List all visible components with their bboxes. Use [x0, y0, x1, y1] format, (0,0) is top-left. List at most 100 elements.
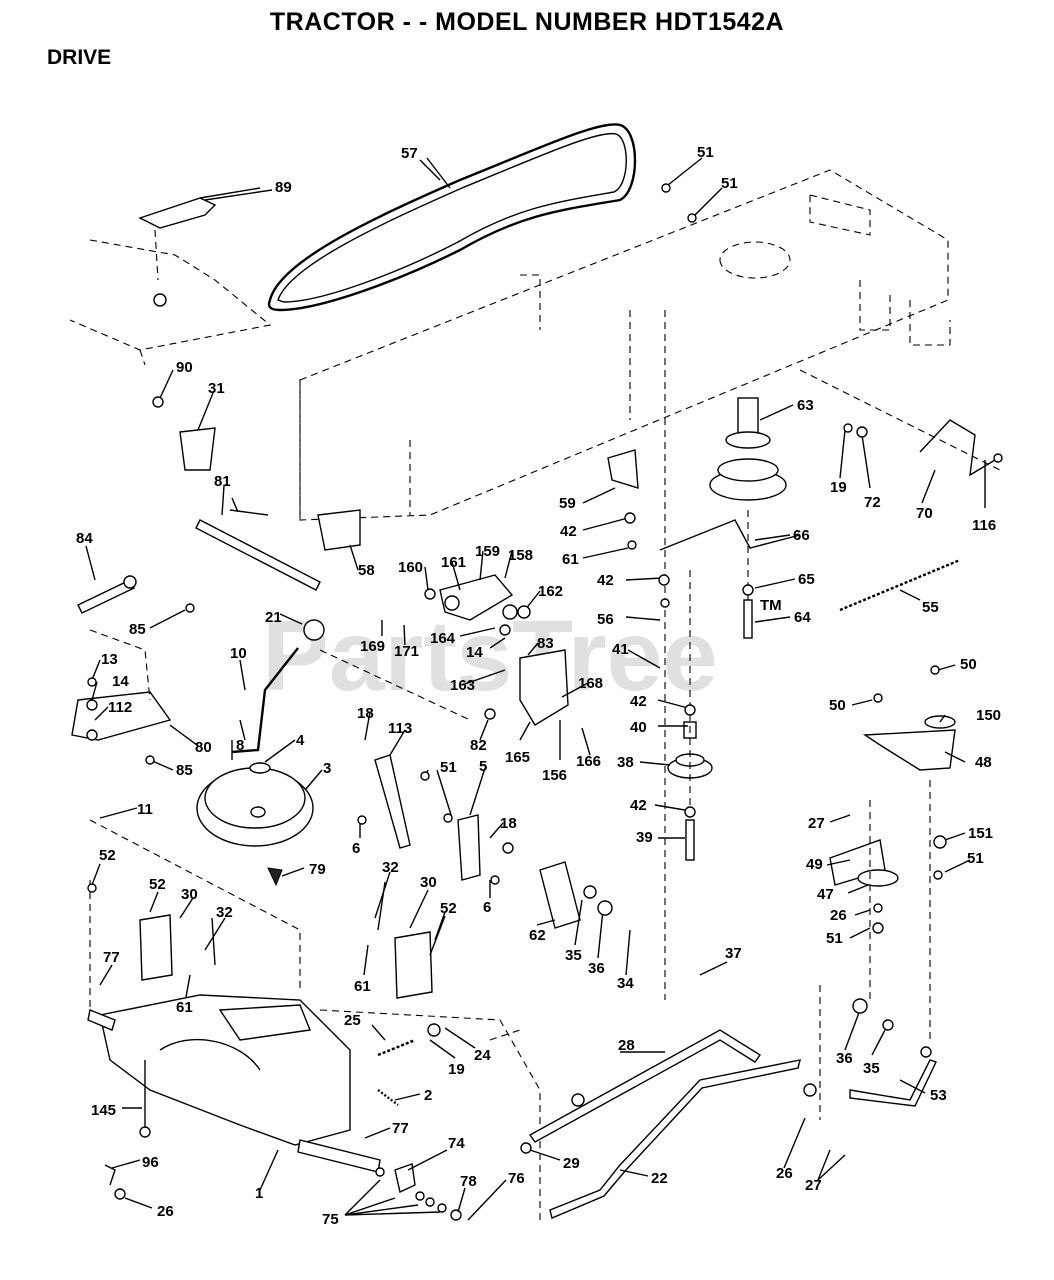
callout-18: 18	[500, 815, 517, 832]
bracket-158-159	[439, 574, 518, 621]
callout-2: 2	[424, 1087, 432, 1104]
callout-78: 78	[460, 1173, 477, 1190]
callout-13: 13	[101, 651, 118, 668]
callout-63: 63	[797, 397, 814, 414]
callout-52: 52	[149, 876, 166, 893]
part-89-bracket	[138, 187, 261, 281]
callout-14: 14	[112, 673, 129, 690]
callout-52: 52	[99, 847, 116, 864]
rod-70	[919, 419, 996, 477]
callout-11: 11	[137, 801, 153, 818]
callout-61: 61	[562, 551, 579, 568]
callout-3: 3	[323, 760, 331, 777]
callout-90: 90	[176, 359, 193, 376]
callout-79: 79	[309, 861, 326, 878]
callout-4: 4	[296, 732, 305, 749]
pulley-3	[196, 767, 314, 847]
rod-28	[528, 1029, 762, 1143]
callout-53: 53	[930, 1087, 947, 1104]
guide-59	[607, 449, 639, 489]
callouts: 57 51 51 89 90 31 63 19 72 70 116 81 59 …	[76, 144, 1001, 1228]
callout-22: 22	[651, 1170, 668, 1187]
callout-14: 14	[466, 644, 483, 661]
callout-42: 42	[630, 797, 647, 814]
callout-113: 113	[388, 720, 412, 737]
callout-38: 38	[617, 754, 634, 771]
callout-51: 51	[697, 144, 714, 161]
callout-77: 77	[103, 949, 120, 966]
callout-26: 26	[157, 1203, 174, 1220]
washers-75	[375, 1163, 462, 1221]
callout-161: 161	[441, 554, 466, 571]
callout-41: 41	[612, 641, 629, 658]
callout-51: 51	[721, 175, 738, 192]
callout-42: 42	[560, 523, 577, 540]
callout-75: 75	[322, 1211, 339, 1228]
callout-27: 27	[808, 815, 825, 832]
callout-150: 150	[976, 707, 1001, 724]
callout-26: 26	[830, 907, 847, 924]
pin-96	[104, 1164, 116, 1186]
callout-66: 66	[793, 527, 810, 544]
callout-51: 51	[440, 759, 457, 776]
drive-belt-57	[267, 123, 637, 312]
spring-55	[839, 558, 961, 612]
rod-66	[659, 519, 801, 551]
bracket-30b	[394, 931, 433, 999]
callout-32: 32	[216, 904, 233, 921]
callout-84: 84	[76, 530, 93, 547]
callout-55: 55	[922, 599, 939, 616]
callout-160: 160	[398, 559, 423, 576]
callout-52: 52	[440, 900, 457, 917]
callout-158: 158	[508, 547, 533, 564]
bracket-30a	[139, 914, 173, 981]
callout-8: 8	[236, 737, 244, 754]
callout-49: 49	[806, 856, 823, 873]
callout-5: 5	[479, 758, 487, 775]
callout-80: 80	[195, 739, 212, 756]
rod-81	[195, 497, 321, 591]
leader-lines	[85, 157, 986, 1221]
callout-27: 27	[805, 1177, 822, 1194]
section-label: DRIVE	[47, 46, 112, 69]
callout-56: 56	[597, 611, 614, 628]
part-31	[179, 427, 216, 471]
callout-72: 72	[864, 494, 881, 511]
callout-166: 166	[576, 753, 601, 770]
callout-21: 21	[265, 609, 282, 626]
callout-116: 116	[972, 517, 996, 534]
callout-10: 10	[230, 645, 247, 662]
callout-39: 39	[636, 829, 653, 846]
callout-61: 61	[354, 978, 371, 995]
callout-6: 6	[483, 899, 491, 916]
spring-25	[377, 1038, 416, 1057]
callout-85: 85	[129, 621, 146, 638]
callout-64: 64	[794, 609, 811, 626]
pulley-47	[857, 869, 899, 887]
callout-42: 42	[630, 693, 647, 710]
callout-28: 28	[618, 1037, 635, 1054]
callout-96: 96	[142, 1154, 159, 1171]
callout-57: 57	[401, 145, 418, 162]
rod-22	[549, 1059, 801, 1219]
bracket-48	[862, 729, 956, 771]
callout-51: 51	[826, 930, 843, 947]
callout-164: 164	[430, 630, 456, 647]
callout-47: 47	[817, 886, 834, 903]
callout-65: 65	[798, 571, 815, 588]
callout-1: 1	[255, 1185, 263, 1202]
tractor-frame	[299, 169, 951, 521]
callout-32: 32	[382, 859, 399, 876]
callout-26: 26	[776, 1165, 793, 1182]
callout-162: 162	[538, 583, 563, 600]
callout-36: 36	[836, 1050, 853, 1067]
callout-36: 36	[588, 960, 605, 977]
callout-77: 77	[392, 1120, 409, 1137]
callout-29: 29	[563, 1155, 580, 1172]
trademark: TM	[760, 597, 782, 614]
page-title: TRACTOR - - MODEL NUMBER HDT1542A	[269, 8, 785, 36]
callout-81: 81	[214, 473, 231, 490]
callout-74: 74	[448, 1135, 465, 1152]
callout-50: 50	[829, 697, 846, 714]
callout-112: 112	[108, 699, 132, 716]
